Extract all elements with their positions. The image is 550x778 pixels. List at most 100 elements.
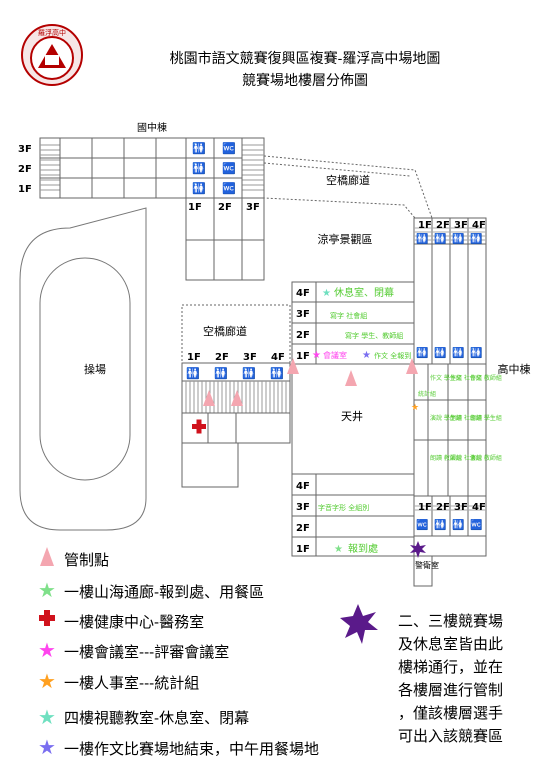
left-building [181, 304, 291, 488]
north-floor-1f: 1F [296, 351, 310, 362]
legend-av-star-icon: ★ [38, 705, 56, 729]
south-floor-4f: 4F [296, 481, 310, 492]
junior-floor-1f: 1F [18, 184, 32, 195]
legend-cafeteria-star-icon: ★ [38, 578, 56, 602]
room-n3: 寫字 社會組 [330, 311, 367, 320]
east-top-3f: 3F [454, 220, 468, 231]
svg-text:🚻: 🚻 [434, 346, 446, 359]
svg-text:🚻: 🚻 [470, 346, 482, 359]
room-e8: 演說 社會組 [450, 454, 482, 462]
note-line-1: 二、三樓競賽場 [398, 612, 504, 630]
east-toilet-icons: 🚻🚻🚻🚻 🚻🚻🚻🚻 🚾🚻🚻🚾 [416, 232, 482, 531]
room-e4: 演說 學生組 [430, 414, 462, 422]
junior-stair-2f: 2F [218, 202, 232, 213]
legend-control: 管制點 [64, 551, 110, 569]
label-courtyard: 天井 [341, 409, 363, 423]
legend-av-room: 四樓視聽教室-休息室、閉幕 [64, 709, 250, 727]
star-cafeteria-icon: ★ [334, 544, 343, 555]
svg-text:🚾: 🚾 [222, 162, 236, 175]
north-floor-3f: 3F [296, 309, 310, 320]
room-e3: 作文 教師組 [470, 374, 502, 382]
north-floor-4f: 4F [296, 288, 310, 299]
east-bottom-4f: 4F [472, 502, 486, 513]
room-n2: 寫字 學生、教師組 [345, 331, 403, 340]
legend-essay-star-icon: ★ [38, 735, 56, 759]
junior-floor-2f: 2F [18, 164, 32, 175]
svg-text:🚾: 🚾 [470, 518, 482, 531]
label-pavilion: 涼亭景觀區 [318, 232, 373, 246]
south-floor-3f: 3F [296, 502, 310, 513]
note-line-5: ，僅該樓層選手 [398, 704, 504, 722]
room-e2: 作文 社會組 [450, 374, 482, 382]
svg-text:🚻: 🚻 [416, 232, 428, 245]
east-wing-hatching [414, 227, 486, 511]
legend-cafeteria: 一樓山海通廊-報到處、用餐區 [64, 583, 265, 601]
east-top-4f: 4F [472, 220, 486, 231]
star-personnel-icon: ★ [411, 403, 419, 413]
label-skybridge-left: 空橋廊道 [203, 324, 247, 338]
junior-building [39, 137, 265, 281]
central-building [291, 281, 415, 557]
svg-text:🚻: 🚻 [416, 346, 428, 359]
east-bottom-3f: 3F [454, 502, 468, 513]
map-title: 桃園市語文競賽復興區複賽-羅浮高中場地圖 競賽場地樓層分佈圖 [30, 48, 550, 90]
star-essay-icon: ★ [362, 350, 371, 361]
svg-text:🚻: 🚻 [242, 367, 256, 380]
svg-text:🚻: 🚻 [192, 142, 206, 155]
note-line-6: 可出入該競賽區 [398, 727, 504, 745]
svg-text:🚻: 🚻 [470, 232, 482, 245]
legend-personnel-star-icon: ★ [38, 669, 56, 693]
svg-text:🚻: 🚻 [192, 162, 206, 175]
guard-star-icon [410, 541, 426, 558]
svg-text:🚾: 🚾 [416, 518, 428, 531]
east-bottom-1f: 1F [418, 502, 432, 513]
title-line-2: 競賽場地樓層分佈圖 [242, 73, 368, 89]
room-e5: 朗讀 社會組 [450, 414, 482, 422]
room-e7: 朗讀 教師組 [430, 454, 462, 462]
star-av-room-icon: ★ [322, 288, 331, 299]
room-s3: 字音字形 全組別 [318, 503, 369, 512]
legend-control-icon [40, 547, 54, 566]
room-n1-essay: 作文 全報到 [374, 351, 411, 360]
left-stair-3f: 3F [243, 352, 257, 363]
svg-text:🚻: 🚻 [270, 367, 284, 380]
room-n4: 休息室、閉幕 [334, 286, 394, 299]
south-floor-2f: 2F [296, 523, 310, 534]
school-logo: 羅浮高中 [21, 24, 83, 86]
stairs-note: 二、三樓競賽場 及休息室皆由此 樓梯通行，並在 各樓層進行管制 ，僅該樓層選手 … [398, 610, 503, 748]
legend-icons: ★ ★ ★ ★ ★ [38, 547, 378, 759]
svg-text:🚻: 🚻 [452, 346, 464, 359]
note-line-4: 各樓層進行管制 [398, 681, 504, 699]
svg-text:🚻: 🚻 [452, 518, 464, 531]
left-toilet-icons: 🚻 🚻 🚻 🚻 [186, 367, 284, 380]
playground [19, 207, 147, 531]
room-e1: 作文 學生組 [430, 374, 462, 382]
label-guard: 警衛室 [415, 560, 439, 570]
junior-floor-3f: 3F [18, 144, 32, 155]
east-wing [413, 217, 487, 587]
legend-meeting: 一樓會議室---評審會議室 [64, 643, 230, 661]
east-rooms: 作文 學生組 作文 社會組 作文 教師組 演說 學生組 朗讀 社會組 朗讀 學生… [430, 374, 502, 462]
legend-meeting-star-icon: ★ [38, 638, 56, 662]
east-top-2f: 2F [436, 220, 450, 231]
svg-text:🚻: 🚻 [434, 232, 446, 245]
junior-stair-3f: 3F [246, 202, 260, 213]
legend-guard-star-icon [340, 604, 378, 644]
room-e6: 朗讀 學生組 [470, 414, 502, 422]
junior-toilet-icons: 🚻🚾 🚻🚾 🚻🚾 [192, 142, 236, 195]
svg-text:🚻: 🚻 [186, 367, 200, 380]
note-line-2: 及休息室皆由此 [398, 635, 504, 653]
svg-text:🚻: 🚻 [214, 367, 228, 380]
left-stair-4f: 4F [271, 352, 285, 363]
svg-text:🚻: 🚻 [452, 232, 464, 245]
svg-text:🚾: 🚾 [222, 182, 236, 195]
star-meeting-icon: ★ [312, 350, 321, 361]
left-stair-2f: 2F [215, 352, 229, 363]
left-stair-1f: 1F [187, 352, 201, 363]
room-e9: 演說 教師組 [470, 454, 502, 462]
health-center-cross-icon [192, 419, 206, 434]
label-playground: 操場 [84, 362, 106, 376]
note-line-3: 樓梯通行，並在 [398, 658, 504, 676]
room-personnel: 統計組 [418, 390, 436, 398]
